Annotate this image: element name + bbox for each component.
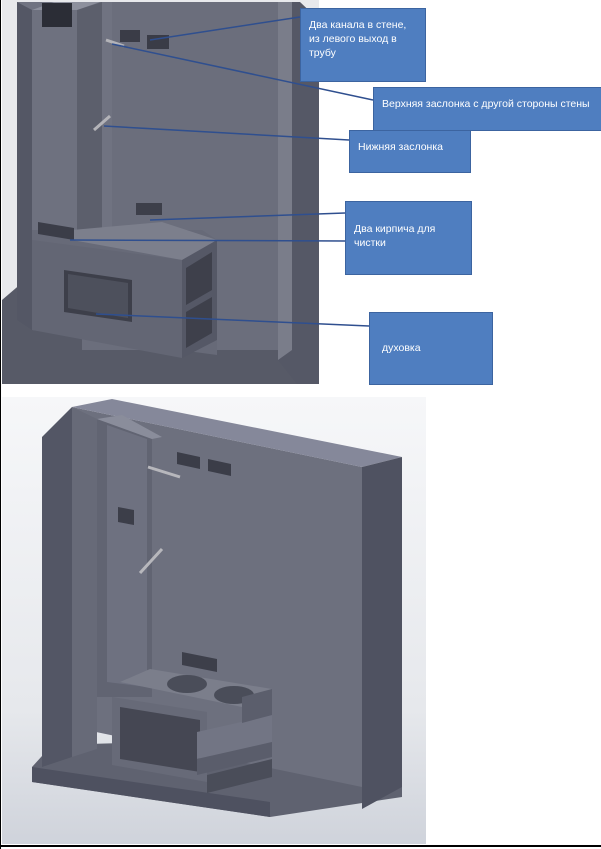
callout-lower-damper-text: Нижняя заслонка [358, 141, 444, 153]
bottom-model-view [2, 397, 426, 844]
top-model-view [2, 0, 319, 384]
callout-upper-damper-text: Верхняя заслонка с другой стороны стены [382, 98, 590, 110]
callout-upper-damper: Верхняя заслонка с другой стороны стены [373, 87, 601, 131]
callout-two-channels-text: Два канала в стене, из левого выход в тр… [309, 19, 407, 59]
callout-oven-text: духовка [382, 342, 421, 354]
page-border-left [0, 0, 1, 849]
bottom-model-drawing [32, 399, 402, 817]
callout-two-bricks-text: Два кирпича для чистки [354, 223, 436, 249]
top-model-drawing [2, 2, 319, 384]
page-border-bottom [0, 845, 601, 847]
callout-two-bricks: Два кирпича для чистки [345, 201, 472, 275]
callout-two-channels: Два канала в стене, из левого выход в тр… [300, 8, 426, 82]
callout-oven: духовка [369, 312, 493, 385]
callout-lower-damper: Нижняя заслонка [349, 130, 471, 173]
